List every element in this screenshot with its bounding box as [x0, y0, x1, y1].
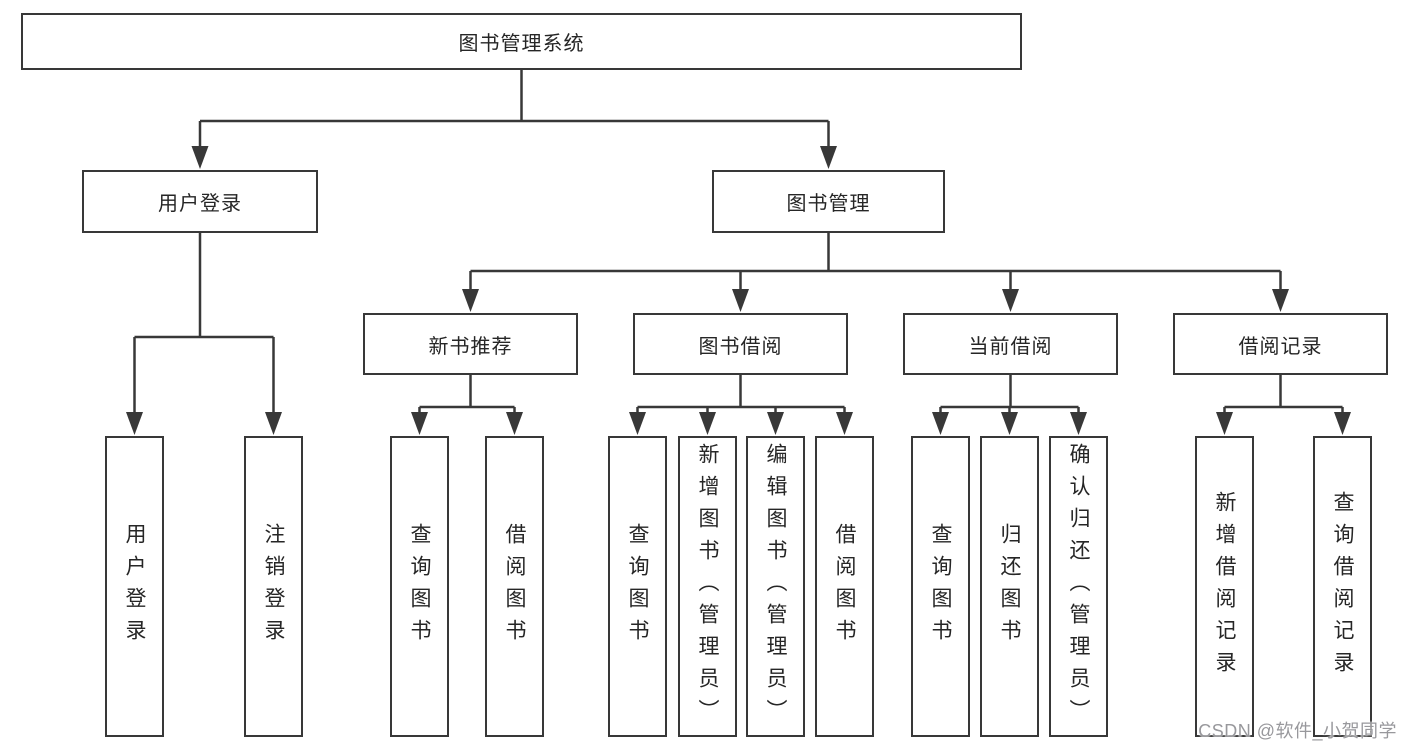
arrowhead-down-icon [126, 412, 143, 435]
node-user-login: 用户登录 [82, 170, 318, 233]
node-label: 图书管理 [786, 193, 871, 215]
node-borrowing-records: 借阅记录 [1173, 313, 1388, 375]
node-label: 新书推荐 [428, 335, 513, 358]
leaf-label: 确认归还（管理员） [1067, 442, 1090, 731]
arrowhead-down-icon [767, 412, 784, 435]
arrowhead-down-icon [629, 412, 646, 435]
leaf-label: 查询图书 [626, 522, 649, 651]
leaf-current-return-books: 归还图书 [980, 436, 1039, 737]
arrowhead-down-icon [820, 146, 837, 169]
node-book-borrowing: 图书借阅 [633, 313, 848, 375]
leaf-label: 新增借阅记录 [1213, 490, 1236, 683]
leaf-label: 查询图书 [408, 522, 431, 651]
arrowhead-down-icon [932, 412, 949, 435]
leaf-label: 查询图书 [929, 522, 952, 651]
arrowhead-down-icon [265, 412, 282, 435]
node-label: 用户登录 [158, 193, 242, 215]
arrowhead-down-icon [411, 412, 428, 435]
csdn-watermark: CSDN @软件_小贺同学 [1198, 721, 1397, 741]
leaf-label: 借阅图书 [833, 522, 856, 651]
leaf-label: 查询借阅记录 [1331, 490, 1354, 683]
arrowhead-down-icon [732, 289, 749, 312]
node-label: 当前借阅 [968, 335, 1053, 358]
arrowhead-down-icon [836, 412, 853, 435]
node-book-management: 图书管理 [712, 170, 945, 233]
arrowhead-down-icon [1070, 412, 1087, 435]
leaf-logout-login: 注销登录 [244, 436, 303, 737]
node-library-management-system: 图书管理系统 [21, 13, 1022, 70]
leaf-newbook-borrow-books: 借阅图书 [485, 436, 544, 737]
node-new-book-recommend: 新书推荐 [363, 313, 578, 375]
leaf-borrowing-borrow-books: 借阅图书 [815, 436, 874, 737]
leaf-borrowing-edit-books-admin: 编辑图书（管理员） [746, 436, 805, 737]
node-current-borrowing: 当前借阅 [903, 313, 1118, 375]
arrowhead-down-icon [1334, 412, 1351, 435]
leaf-current-confirm-return-admin: 确认归还（管理员） [1049, 436, 1108, 737]
leaf-newbook-query-books: 查询图书 [390, 436, 449, 737]
arrowhead-down-icon [699, 412, 716, 435]
leaf-current-query-books: 查询图书 [911, 436, 970, 737]
node-label: 借阅记录 [1238, 335, 1323, 358]
arrowhead-down-icon [1216, 412, 1233, 435]
node-label: 图书借阅 [698, 335, 783, 358]
leaf-label: 注销登录 [262, 522, 285, 651]
arrowhead-down-icon [1272, 289, 1289, 312]
node-label: 图书管理系统 [458, 33, 585, 55]
arrowhead-down-icon [1002, 289, 1019, 312]
leaf-records-add-record: 新增借阅记录 [1195, 436, 1254, 737]
leaf-label: 归还图书 [998, 522, 1021, 651]
leaf-borrowing-add-books-admin: 新增图书（管理员） [678, 436, 737, 737]
leaf-label: 用户登录 [123, 522, 146, 651]
arrowhead-down-icon [506, 412, 523, 435]
leaf-label: 新增图书（管理员） [696, 442, 719, 731]
leaf-label: 借阅图书 [503, 522, 526, 651]
arrowhead-down-icon [1001, 412, 1018, 435]
leaf-borrowing-query-books: 查询图书 [608, 436, 667, 737]
leaf-label: 编辑图书（管理员） [764, 442, 787, 731]
leaf-user-login: 用户登录 [105, 436, 164, 737]
leaf-records-query-record: 查询借阅记录 [1313, 436, 1372, 737]
arrowhead-down-icon [191, 146, 209, 169]
arrowhead-down-icon [462, 289, 479, 312]
